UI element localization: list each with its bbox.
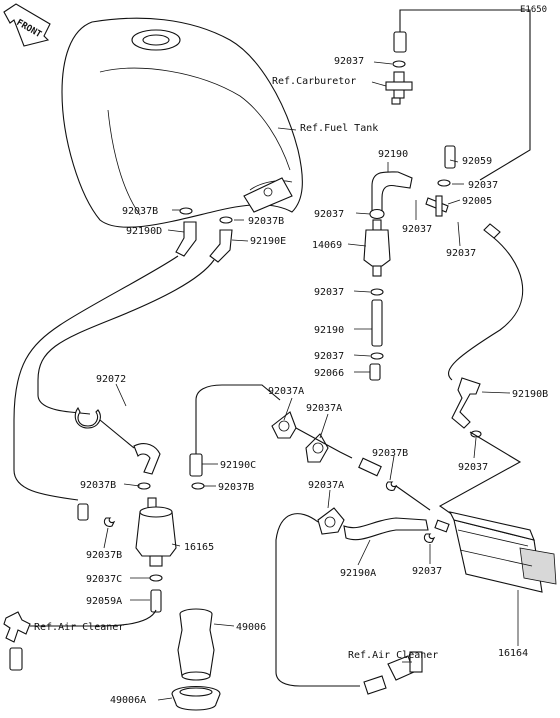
label-p92005: 92005 [462, 196, 492, 207]
label-p92037-r2: 92037 [446, 248, 476, 259]
canister-hose-right [438, 237, 524, 521]
label-p92072: 92072 [96, 374, 126, 385]
label-p92037b-5: 92037B [218, 482, 254, 493]
tank-left-hoses [13, 207, 233, 501]
part-49006 [171, 608, 221, 711]
label-p92059a: 92059A [86, 596, 122, 607]
label-p92037-r3: 92037 [458, 462, 488, 473]
carb-branch [385, 9, 531, 239]
label-p92037-c1: 92037 [314, 209, 344, 220]
label-p14069: 14069 [312, 240, 342, 251]
label-p16165: 16165 [184, 542, 214, 553]
label-p92037b-4: 92037B [80, 480, 116, 491]
label-p92037b-3: 92037B [372, 448, 408, 459]
label-p92059: 92059 [462, 156, 492, 167]
label-ref-carburetor: Ref.Carburetor [272, 76, 356, 87]
hose-92190c [189, 384, 281, 490]
label-p92037b-l2: 92037B [248, 216, 284, 227]
label-p92037-c3: 92037 [314, 287, 344, 298]
label-ref-air-cleaner-2: Ref.Air Cleaner [348, 650, 438, 661]
hose-92190-top [371, 171, 413, 213]
label-ref-air-cleaner-1: Ref.Air Cleaner [34, 622, 124, 633]
label-p92037a-3: 92037A [308, 480, 344, 491]
label-p92190-top: 92190 [378, 149, 408, 160]
fuel-pump-16165 [77, 482, 177, 613]
hose-92072 [74, 406, 161, 475]
label-p92190a: 92190A [340, 568, 376, 579]
label-p16164: 16164 [498, 648, 528, 659]
label-p92037-c2: 92037 [402, 224, 432, 235]
label-ref-fuel-tank: Ref.Fuel Tank [300, 123, 378, 134]
label-p92190-mid: 92190 [314, 325, 344, 336]
label-p92190d: 92190D [126, 226, 162, 237]
label-p92190e: 92190E [250, 236, 286, 247]
label-p92037a-1: 92037A [268, 386, 304, 397]
label-p92037b-l1: 92037B [122, 206, 158, 217]
label-p92037c: 92037C [86, 574, 122, 585]
leader-lines [103, 61, 519, 701]
label-p92037-top: 92037 [334, 56, 364, 67]
label-p49006: 49006 [236, 622, 266, 633]
brackets-92037a [271, 411, 431, 511]
label-p92037a-2: 92037A [306, 403, 342, 414]
label-p49006a: 49006A [110, 695, 146, 706]
label-p92190c: 92190C [220, 460, 256, 471]
label-p92190b: 92190B [512, 389, 548, 400]
label-p92037-r1: 92037 [468, 180, 498, 191]
bottom-bracket-hose [275, 507, 436, 687]
fuel-tank [61, 17, 303, 228]
label-p92037-c4: 92037 [314, 351, 344, 362]
label-p92037-b1: 92037 [412, 566, 442, 577]
label-p92066: 92066 [314, 368, 344, 379]
canister-16164 [434, 511, 557, 593]
diagram-id: E1650 [520, 5, 547, 15]
front-arrow: FRONT [3, 3, 51, 47]
label-p92037b-6: 92037B [86, 550, 122, 561]
fuel-filter-column [363, 208, 391, 381]
